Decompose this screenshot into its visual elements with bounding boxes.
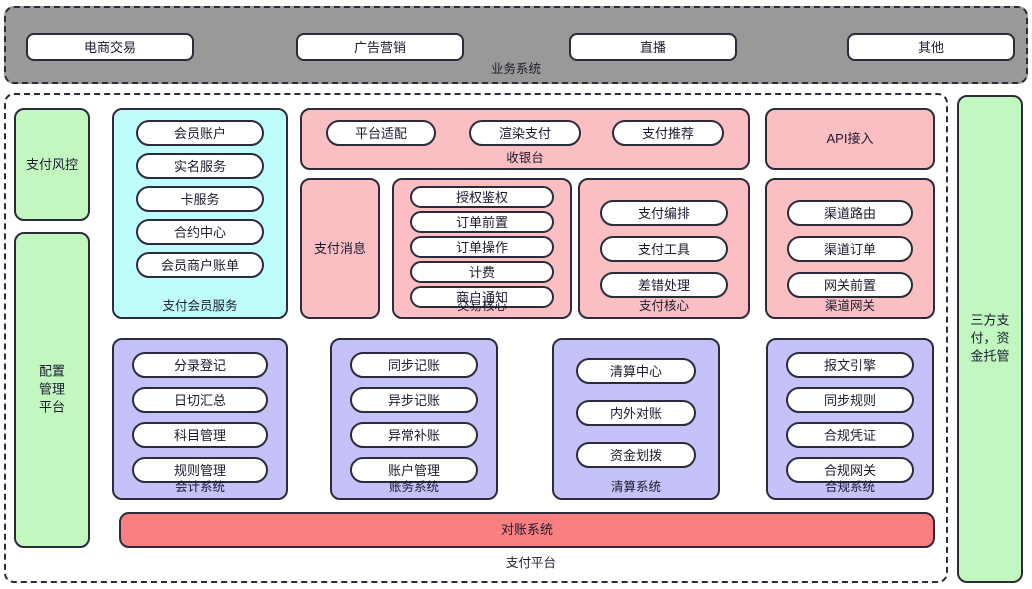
compliance-system-title: 合规系统 <box>824 479 875 494</box>
trade-core-title: 交易核心 <box>456 298 507 313</box>
channel-gateway-item-front[interactable]: 网关前置 <box>787 272 913 298</box>
bookkeeping-item-sync[interactable]: 同步记账 <box>350 352 478 378</box>
business-system-caption: 业务系统 <box>490 62 541 76</box>
bookkeeping-system-item-list: 同步记账 异步记账 异常补账 账户管理 <box>350 352 478 483</box>
bookkeeping-item-async[interactable]: 异步记账 <box>350 387 478 413</box>
business-system-item-row: 电商交易 广告营销 直播 其他 业务系统 <box>6 8 1026 82</box>
trade-core-group[interactable]: 授权鉴权 订单前置 订单操作 计费 商户通知 交易核心 <box>392 178 572 319</box>
bookkeeping-system-group[interactable]: 同步记账 异步记账 异常补账 账户管理 账务系统 <box>330 338 498 500</box>
compliance-item-sync-rule[interactable]: 同步规则 <box>786 387 914 413</box>
business-item-other[interactable]: 其他 <box>847 33 1015 61</box>
api-access-box[interactable]: API接入 <box>765 108 935 170</box>
channel-gateway-item-order[interactable]: 渠道订单 <box>787 236 913 262</box>
business-item-advertising[interactable]: 广告营销 <box>296 33 464 61</box>
compliance-item-gateway[interactable]: 合规网关 <box>786 457 914 483</box>
cashier-item-render-pay[interactable]: 渲染支付 <box>469 120 581 146</box>
channel-gateway-item-list: 渠道路由 渠道订单 网关前置 <box>787 200 913 298</box>
bookkeeping-item-acct-mgmt[interactable]: 账户管理 <box>350 457 478 483</box>
payment-core-item-list: 支付编排 支付工具 差错处理 <box>600 200 728 298</box>
reconciliation-system-label: 对账系统 <box>500 521 553 537</box>
trade-core-item-merchant-notify[interactable]: 商户通知 <box>410 286 554 308</box>
bookkeeping-system-title: 账务系统 <box>388 479 439 494</box>
accounting-system-group[interactable]: 分录登记 日切汇总 科目管理 规则管理 会计系统 <box>112 338 288 500</box>
payment-core-item-orchestration[interactable]: 支付编排 <box>600 200 728 226</box>
cashier-item-pay-recommend[interactable]: 支付推荐 <box>612 120 724 146</box>
cashier-group[interactable]: 平台适配 渲染支付 支付推荐 收银台 <box>300 108 750 170</box>
accounting-system-item-list: 分录登记 日切汇总 科目管理 规则管理 <box>132 352 268 483</box>
compliance-system-item-list: 报文引擎 同步规则 合规凭证 合规网关 <box>786 352 914 483</box>
payment-risk-control-label: 支付风控 <box>25 156 78 172</box>
settlement-system-item-list: 清算中心 内外对账 资金划拨 <box>576 358 696 468</box>
payment-risk-control-box[interactable]: 支付风控 <box>14 108 90 221</box>
member-service-item-card[interactable]: 卡服务 <box>136 186 264 212</box>
settlement-item-recon[interactable]: 内外对账 <box>576 400 696 426</box>
bookkeeping-item-repair[interactable]: 异常补账 <box>350 422 478 448</box>
payment-message-box[interactable]: 支付消息 <box>300 178 380 319</box>
channel-gateway-title: 渠道网关 <box>824 298 875 313</box>
settlement-item-fund-transfer[interactable]: 资金划拨 <box>576 442 696 468</box>
accounting-item-entry-register[interactable]: 分录登记 <box>132 352 268 378</box>
settlement-system-title: 清算系统 <box>610 479 661 494</box>
accounting-item-subject-mgmt[interactable]: 科目管理 <box>132 422 268 448</box>
payment-message-label: 支付消息 <box>313 240 366 256</box>
compliance-item-voucher[interactable]: 合规凭证 <box>786 422 914 448</box>
third-party-payment-box[interactable]: 三方支付，资金托管 <box>957 95 1023 583</box>
channel-gateway-group[interactable]: 渠道路由 渠道订单 网关前置 渠道网关 <box>765 178 935 319</box>
trade-core-item-order-ops[interactable]: 订单操作 <box>410 236 554 258</box>
trade-core-item-order-pre[interactable]: 订单前置 <box>410 211 554 233</box>
member-service-item-account[interactable]: 会员账户 <box>136 120 264 146</box>
reconciliation-system-bar[interactable]: 对账系统 <box>119 512 935 548</box>
payment-core-title: 支付核心 <box>638 298 689 313</box>
accounting-item-rule-mgmt[interactable]: 规则管理 <box>132 457 268 483</box>
business-item-livestream[interactable]: 直播 <box>569 33 737 61</box>
payment-core-item-tools[interactable]: 支付工具 <box>600 236 728 262</box>
settlement-system-group[interactable]: 清算中心 内外对账 资金划拨 清算系统 <box>552 338 720 500</box>
payment-core-item-error-handle[interactable]: 差错处理 <box>600 272 728 298</box>
member-service-item-realname[interactable]: 实名服务 <box>136 153 264 179</box>
compliance-item-message-engine[interactable]: 报文引擎 <box>786 352 914 378</box>
business-system-band: 电商交易 广告营销 直播 其他 业务系统 <box>4 6 1028 84</box>
settlement-item-center[interactable]: 清算中心 <box>576 358 696 384</box>
accounting-item-daily-summary[interactable]: 日切汇总 <box>132 387 268 413</box>
config-management-platform-label: 配置 管理 平台 <box>38 363 65 416</box>
trade-core-item-auth[interactable]: 授权鉴权 <box>410 186 554 208</box>
channel-gateway-item-route[interactable]: 渠道路由 <box>787 200 913 226</box>
cashier-item-row: 平台适配 渲染支付 支付推荐 <box>302 120 748 146</box>
cashier-title: 收银台 <box>506 150 544 165</box>
api-access-label: API接入 <box>826 130 874 146</box>
trade-core-item-list: 授权鉴权 订单前置 订单操作 计费 商户通知 <box>410 186 554 308</box>
member-service-item-contract[interactable]: 合约中心 <box>136 219 264 245</box>
cashier-item-platform-adapt[interactable]: 平台适配 <box>326 120 436 146</box>
payment-core-group[interactable]: 支付编排 支付工具 差错处理 支付核心 <box>578 178 750 319</box>
member-service-group[interactable]: 会员账户 实名服务 卡服务 合约中心 会员商户账单 支付会员服务 <box>112 108 288 319</box>
trade-core-item-billing[interactable]: 计费 <box>410 261 554 283</box>
compliance-system-group[interactable]: 报文引擎 同步规则 合规凭证 合规网关 合规系统 <box>766 338 934 500</box>
config-management-platform-box[interactable]: 配置 管理 平台 <box>14 232 90 548</box>
accounting-system-title: 会计系统 <box>174 479 225 494</box>
business-item-ecommerce[interactable]: 电商交易 <box>26 33 194 61</box>
member-service-item-list: 会员账户 实名服务 卡服务 合约中心 会员商户账单 <box>136 120 264 278</box>
payment-platform-caption: 支付平台 <box>505 556 556 570</box>
third-party-payment-label: 三方支付，资金托管 <box>970 312 1010 365</box>
member-service-title: 支付会员服务 <box>162 298 238 313</box>
member-service-item-merchant-bill[interactable]: 会员商户账单 <box>136 252 264 278</box>
